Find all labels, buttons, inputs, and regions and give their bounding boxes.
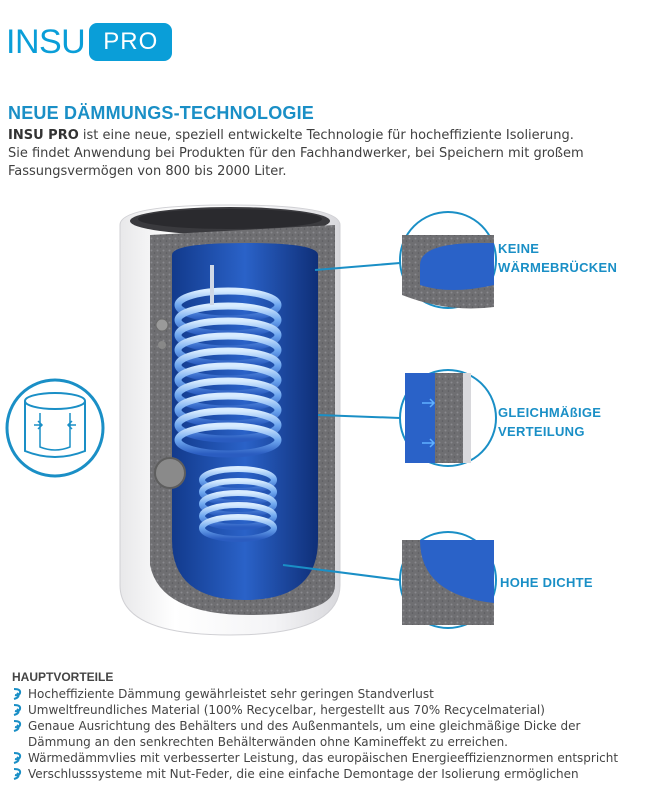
logo-text-insu: INSU <box>6 23 86 61</box>
benefit-item: Umweltfreundliches Material (100% Recyce… <box>12 702 642 718</box>
tank-cutaway-illustration <box>5 204 497 636</box>
benefit-text: Genaue Ausrichtung des Behälters und des… <box>28 719 581 749</box>
bullet-icon <box>13 704 22 716</box>
benefit-text: Verschlusssysteme mit Nut-Feder, die ein… <box>28 767 579 781</box>
bullet-icon <box>13 720 22 732</box>
callout-3-line-1: HOHE DICHTE <box>500 575 593 590</box>
benefit-text: Hocheffiziente Dämmung gewährleistet seh… <box>28 687 434 701</box>
benefits-list: Hocheffiziente Dämmung gewährleistet seh… <box>12 686 642 782</box>
benefits-title: HAUPTVORTEILE <box>12 670 114 684</box>
benefit-item: Hocheffiziente Dämmung gewährleistet seh… <box>12 686 642 702</box>
intro-line-1-rest: ist eine neue, speziell entwickelte Tech… <box>78 128 574 143</box>
callout-label-no-thermal-bridges: KEINE WÄRMEBRÜCKEN <box>498 239 617 277</box>
callout-label-high-density: HOHE DICHTE <box>500 573 593 592</box>
upper-heat-exchanger-coil <box>174 287 282 458</box>
benefit-text: Wärmedämmvlies mit verbesserter Leistung… <box>28 751 619 765</box>
intro-line-2: Sie findet Anwendung bei Produkten für d… <box>8 146 584 161</box>
thermometer-icon <box>158 341 166 349</box>
logo-text-pro: PRO <box>89 23 173 61</box>
lower-heat-exchanger-coil <box>199 466 277 542</box>
intro-text: INSU PRO ist eine neue, speziell entwick… <box>8 127 638 181</box>
callout-1-line-2: WÄRMEBRÜCKEN <box>498 260 618 275</box>
bullet-icon <box>13 768 22 780</box>
callout-2-line-2: VERTEILUNG <box>498 424 585 439</box>
intro-line-3: Fassungsvermögen von 800 bis 2000 Liter. <box>8 164 287 179</box>
callout-even-distribution <box>317 369 497 467</box>
insu-pro-logo: INSU PRO <box>6 22 173 62</box>
inner-tank <box>154 243 318 600</box>
callout-high-density <box>282 531 497 629</box>
bullet-icon <box>13 752 22 764</box>
bullet-icon <box>13 688 22 700</box>
callout-2-line-1: GLEICHMÄßIGE <box>498 405 602 420</box>
intro-brand: INSU PRO <box>8 128 79 143</box>
callout-label-even-distribution: GLEICHMÄßIGE VERTEILUNG <box>498 403 601 441</box>
callout-1-line-1: KEINE <box>498 241 540 256</box>
headline: NEUE DÄMMUNGS-TECHNOLOGIE <box>8 103 314 123</box>
tank-cross-section-icon <box>5 378 105 478</box>
benefit-item: Wärmedämmvlies mit verbesserter Leistung… <box>12 750 642 766</box>
callout-no-thermal-bridges <box>314 211 497 309</box>
intro-line-1: INSU PRO ist eine neue, speziell entwick… <box>8 127 638 145</box>
benefit-text: Umweltfreundliches Material (100% Recyce… <box>28 703 545 717</box>
sensor-port-icon <box>155 318 169 332</box>
flange-icon <box>154 457 186 489</box>
benefit-item: Genaue Ausrichtung des Behälters und des… <box>12 718 642 750</box>
benefit-item: Verschlusssysteme mit Nut-Feder, die ein… <box>12 766 642 782</box>
